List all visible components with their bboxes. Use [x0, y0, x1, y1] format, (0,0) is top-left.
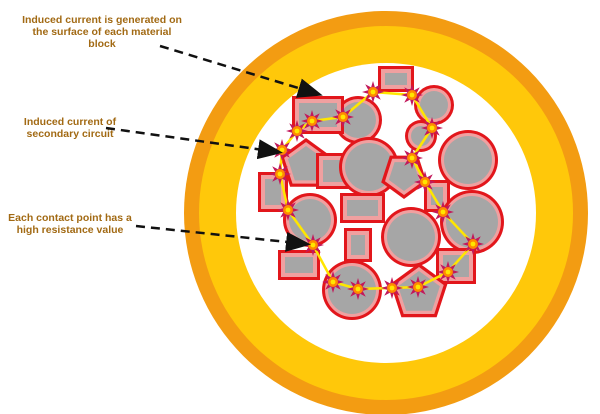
contact-spark-18	[271, 139, 293, 161]
material-block-round-10	[438, 130, 498, 190]
contact-spark-12	[381, 277, 403, 299]
contact-spark-17	[269, 163, 291, 185]
material-block-rect-16	[344, 228, 372, 262]
material-block-round-4	[414, 85, 454, 125]
material-block-round-15	[440, 190, 504, 254]
material-blocks	[258, 66, 504, 320]
arrow-surface-current	[159, 44, 323, 98]
contact-spark-2	[332, 106, 354, 128]
contact-spark-8	[432, 201, 454, 223]
contact-spark-10	[437, 261, 459, 283]
material-block-rect-18	[278, 250, 320, 280]
contact-spark-14	[322, 271, 344, 293]
contact-spark-16	[277, 199, 299, 221]
contact-points	[269, 81, 484, 300]
material-block-round-17	[381, 207, 441, 267]
contact-spark-9	[462, 233, 484, 255]
contact-spark-13	[347, 278, 369, 300]
arrow-contact-resistance	[135, 224, 311, 252]
contact-spark-1	[301, 110, 323, 132]
contact-spark-5	[421, 117, 443, 139]
contact-spark-3	[362, 81, 384, 103]
contact-spark-7	[414, 171, 436, 193]
material-block-rect-13	[340, 193, 385, 223]
label-surface-current: Induced current is generated on the surf…	[22, 14, 182, 50]
contact-spark-6	[401, 147, 423, 169]
label-contact-resistance: Each contact point has a high resistance…	[8, 212, 132, 236]
label-secondary-current: Induced current of secondary circuit	[23, 116, 117, 140]
material-block-rect-1	[378, 66, 414, 92]
contact-spark-4	[401, 84, 423, 106]
contact-spark-19	[286, 120, 308, 142]
contact-spark-11	[407, 276, 429, 298]
